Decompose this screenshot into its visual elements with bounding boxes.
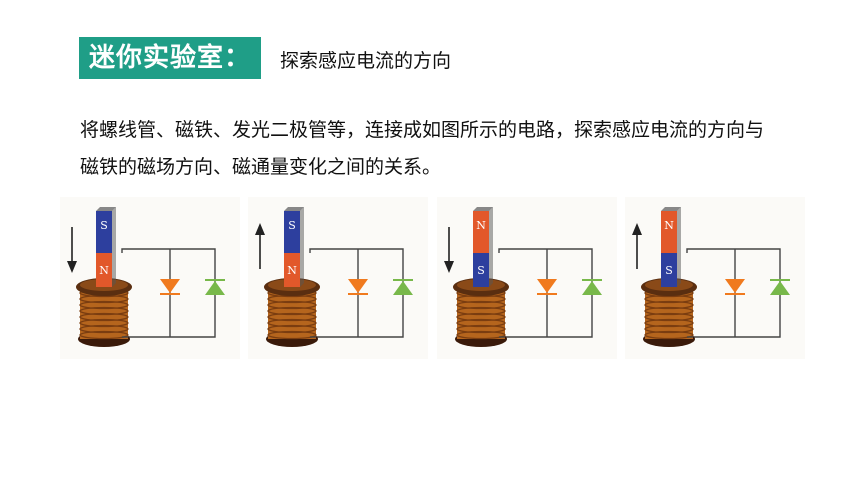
led-orange-icon [537, 279, 557, 293]
led-orange-icon [348, 279, 368, 293]
led-orange-icon [160, 279, 180, 293]
circuit-wire [686, 248, 781, 338]
section-subtitle: 探索感应电流的方向 [280, 50, 452, 72]
arrow-down-icon [67, 227, 77, 273]
bar-magnet-icon [473, 207, 493, 287]
led-green-icon [393, 281, 413, 295]
solenoid-coil-icon [644, 288, 694, 340]
top-pole-label: S [288, 219, 296, 232]
circuit-wire [498, 248, 593, 338]
bar-magnet-icon [661, 207, 681, 287]
solenoid-coil-icon [79, 288, 129, 340]
bar-magnet-icon [284, 207, 304, 287]
instruction-paragraph: 将螺线管、磁铁、发光二极管等，连接成如图所示的电路，探索感应电流的方向与磁铁的磁… [80, 119, 765, 178]
bottom-pole-label: S [477, 264, 485, 277]
circuit-diagram: SN [67, 207, 225, 347]
circuit-diagram: SN [255, 207, 413, 347]
led-green-icon [582, 281, 602, 295]
top-pole-label: N [664, 219, 674, 232]
bottom-pole-label: S [665, 264, 673, 277]
led-orange-icon [725, 279, 745, 293]
circuit-diagram: NS [632, 207, 790, 347]
bar-magnet-icon [96, 207, 116, 287]
arrow-up-icon [255, 223, 265, 269]
arrow-down-icon [444, 227, 454, 273]
solenoid-coil-icon [456, 288, 506, 340]
led-green-icon [770, 281, 790, 295]
bottom-pole-label: N [287, 264, 297, 277]
top-pole-label: N [476, 219, 486, 232]
circuit-wire [121, 248, 216, 338]
bottom-pole-label: N [99, 264, 109, 277]
solenoid-coil-icon [267, 288, 317, 340]
circuit-wire [309, 248, 404, 338]
top-pole-label: S [100, 219, 108, 232]
section-badge: 迷你实验室： [79, 37, 261, 79]
circuit-diagram: NS [444, 207, 602, 347]
arrow-up-icon [632, 223, 642, 269]
led-green-icon [205, 281, 225, 295]
